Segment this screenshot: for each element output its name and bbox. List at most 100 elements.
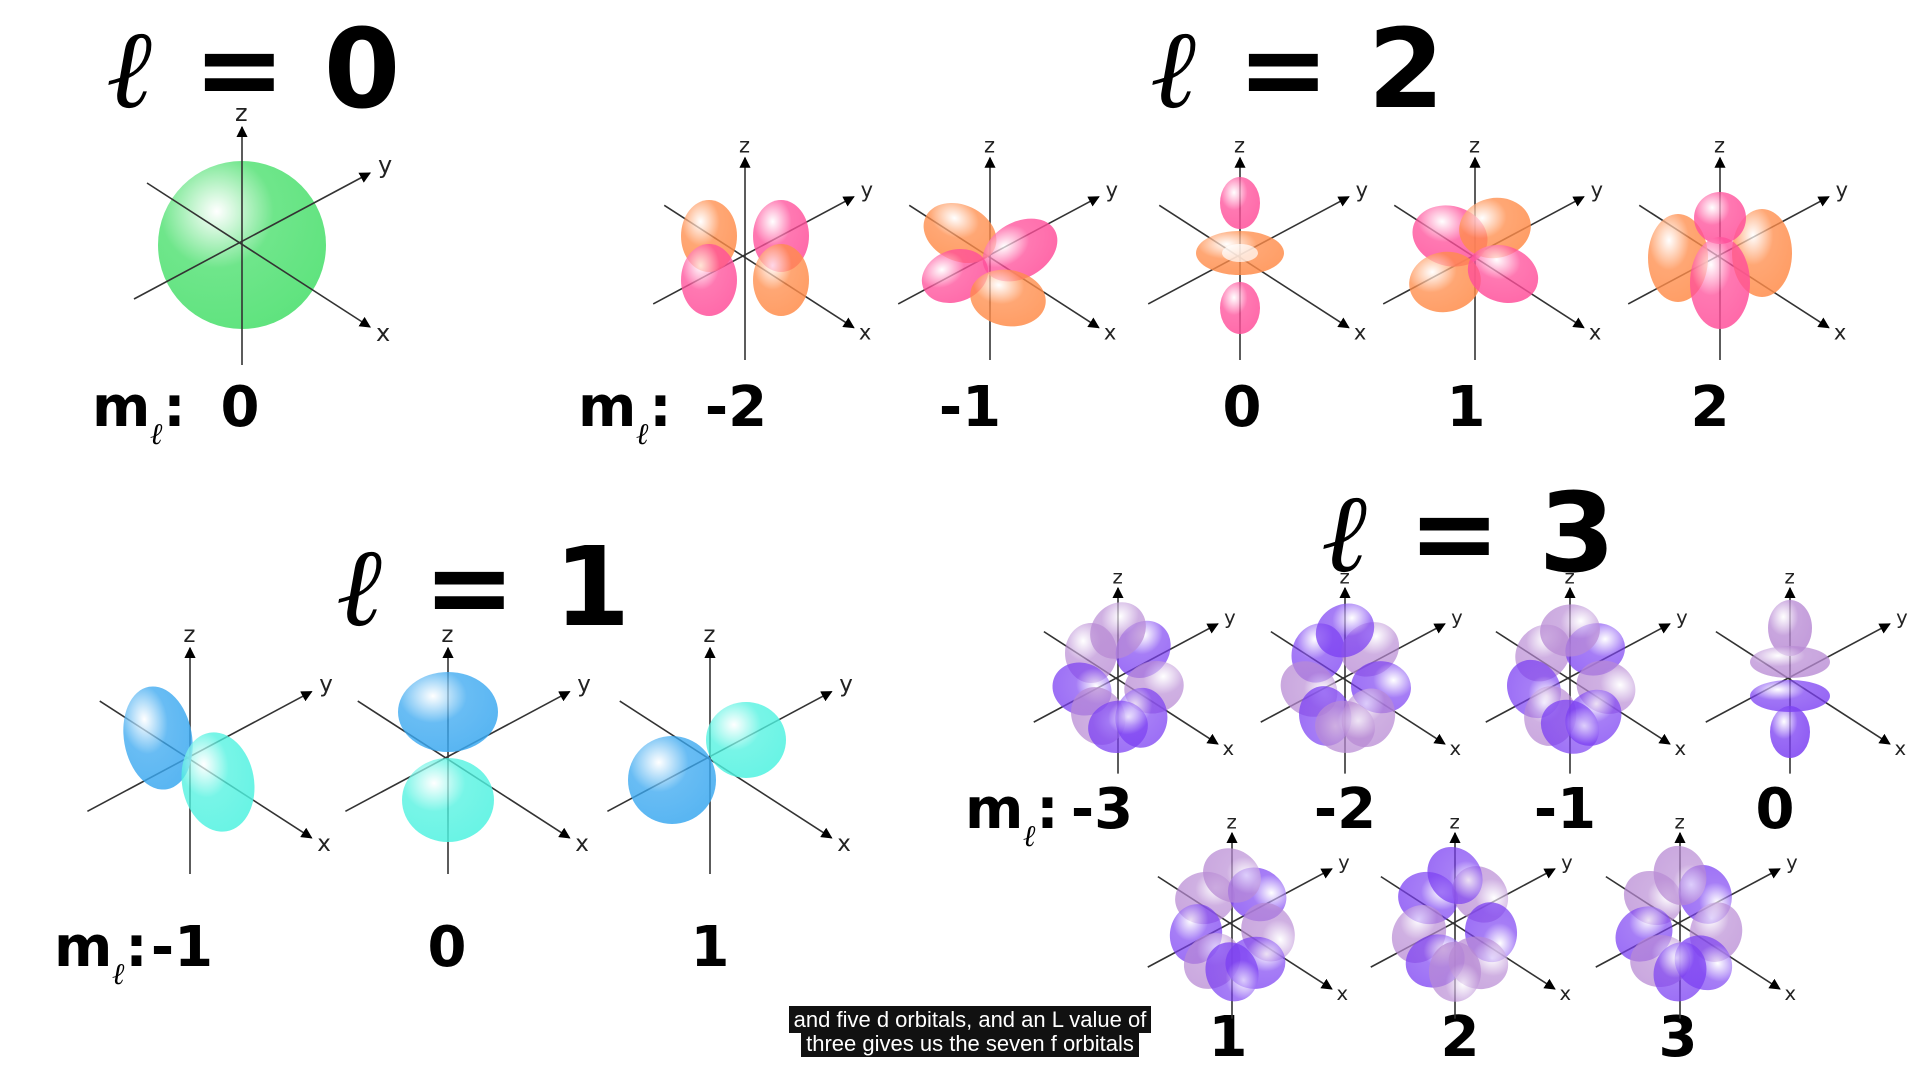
ml-label-d: mℓ:: [578, 375, 672, 452]
axis-label-x: x: [1834, 321, 1846, 345]
ml-value-p-2: 1: [690, 915, 730, 980]
axis-label-z: z: [441, 622, 453, 648]
ml-label-f: mℓ:: [965, 777, 1059, 854]
orbital-d-0: z y x: [652, 134, 873, 360]
axis-label-z: z: [1234, 134, 1245, 158]
orbital-lobe: [1088, 700, 1148, 753]
ml-value-f-1: -2: [1313, 777, 1377, 842]
orbital-lobe: [1768, 600, 1812, 656]
axis-label-z: z: [1785, 565, 1795, 588]
axis-label-x: x: [1560, 982, 1572, 1005]
orbital-lobe: [982, 218, 1058, 282]
heading-l2: ℓ = 2: [1152, 4, 1445, 133]
orbital-f-6: z y x: [1595, 810, 1798, 1019]
axis-label-z: z: [1714, 134, 1725, 158]
axis-line: [146, 182, 371, 328]
ml-value-f-5: 2: [1440, 1005, 1480, 1070]
axis-label-x: x: [1450, 737, 1462, 760]
axis-label-y: y: [1836, 178, 1848, 202]
axis-label-z: z: [1340, 565, 1350, 588]
orbital-lobe: [706, 702, 786, 778]
video-caption: and five d orbitals, and an L value of t…: [770, 1006, 1170, 1058]
orbital-lobe: [628, 736, 716, 824]
axis-label-z: z: [183, 622, 195, 648]
ml-value-f-6: 3: [1658, 1005, 1698, 1070]
orbital-p-0: zyx: [87, 622, 333, 874]
ml-value-p-1: 0: [427, 915, 467, 980]
orbital-lobe: [1205, 942, 1259, 1002]
orbital-lobe: [1653, 845, 1707, 906]
orbital-f-2: zyx: [1485, 565, 1688, 774]
axis-label-z: z: [1113, 565, 1123, 588]
axis-label-x: x: [837, 831, 851, 857]
ml-label-p: mℓ:: [54, 915, 148, 992]
axis-label-z: z: [984, 134, 995, 158]
axis-label-x: x: [376, 319, 390, 347]
axis-label-z: z: [1227, 810, 1237, 833]
orbital-lobe: [402, 758, 494, 842]
orbital-lobe: [923, 202, 997, 264]
axis-label-x: x: [1589, 321, 1601, 345]
ml-value-d-1: -1: [938, 375, 1002, 440]
orbital-lobe: [1409, 251, 1481, 313]
axis-line: [133, 172, 371, 300]
orbital-f-5: z y x: [1370, 810, 1573, 1019]
axis-label-x: x: [1354, 321, 1366, 345]
axis-label-x: x: [1337, 982, 1349, 1005]
orbital-lobe: [1428, 941, 1482, 1002]
orbital-lobe: [1653, 942, 1707, 1002]
ml-value-f-2: -1: [1533, 777, 1597, 842]
axis-line: [345, 690, 571, 813]
orbital-lobe: [1690, 237, 1750, 329]
orbital-f-1: z y x: [1260, 565, 1463, 774]
axis-label-z: z: [703, 622, 715, 648]
ml-value-p-0: -1: [150, 915, 214, 980]
orbital-f-0: zyx: [1033, 565, 1236, 774]
axis-label-x: x: [317, 831, 331, 857]
axis-label-y: y: [1106, 178, 1118, 202]
axis-label-z: z: [1469, 134, 1480, 158]
orbital-f-4: zyx: [1147, 810, 1350, 1019]
orbital-lobe: [398, 672, 498, 752]
axis-label-x: x: [1223, 737, 1235, 760]
orbital-p-1: zyx: [345, 622, 591, 874]
orbital-lobe: [1090, 602, 1146, 659]
orbital-p-2: z y x: [607, 622, 853, 874]
ml-label-s: mℓ:: [92, 375, 186, 452]
axis-label-y: y: [378, 151, 392, 179]
orbital-d-3: z y x: [1382, 134, 1603, 360]
ml-value-d-3: 1: [1446, 375, 1486, 440]
orbital-lobe: [123, 686, 193, 790]
axis-label-y: y: [1561, 851, 1573, 874]
axis-label-x: x: [859, 321, 871, 345]
axis-label-z: z: [235, 99, 248, 127]
orbital-d-4: z y x: [1627, 134, 1848, 360]
ml-value-d-4: 2: [1690, 375, 1730, 440]
axis-label-z: z: [1450, 810, 1460, 833]
ml-value-d-2: 0: [1222, 375, 1262, 440]
orbital-lobe: [681, 244, 737, 316]
ml-value-d-0: -2: [704, 375, 768, 440]
orbital-s: z y x: [133, 99, 392, 365]
axis-label-y: y: [1356, 178, 1368, 202]
axis-label-y: y: [1591, 178, 1603, 202]
orbital-d-1: zyx: [897, 134, 1118, 360]
ml-value-f-0: -3: [1070, 777, 1134, 842]
axis-label-y: y: [1451, 606, 1463, 629]
orbital-lobe: [970, 269, 1046, 327]
orbital-lobe: [1220, 177, 1260, 229]
heading-l0: ℓ = 0: [108, 4, 401, 133]
heading-l3: ℓ = 3: [1323, 468, 1616, 597]
axis-label-z: z: [739, 134, 750, 158]
orbital-lobe: [1315, 603, 1375, 658]
axis-label-y: y: [839, 672, 853, 698]
orbital-lobe: [1750, 646, 1830, 678]
axis-label-x: x: [1785, 982, 1797, 1005]
axis-label-y: y: [1786, 851, 1798, 874]
axis-label-y: y: [861, 178, 873, 202]
axis-label-x: x: [575, 831, 589, 857]
axis-label-x: x: [1895, 737, 1907, 760]
orbital-lobe: [1203, 848, 1261, 903]
axis-label-z: z: [1675, 810, 1685, 833]
